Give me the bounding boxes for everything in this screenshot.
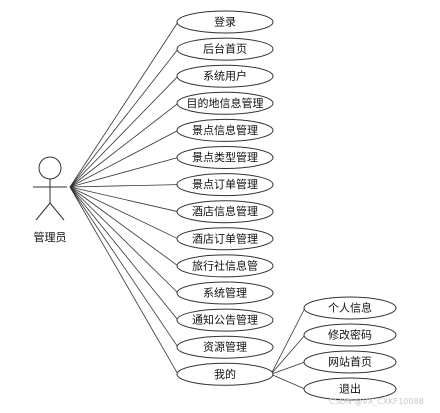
use-case-1-label: 后台首页 xyxy=(203,42,247,56)
use-case-8-ellipse xyxy=(176,227,274,251)
sub-use-case-1-ellipse xyxy=(303,323,397,347)
use-case-3-ellipse xyxy=(176,91,274,115)
use-case-5[interactable]: 景点类型管理 xyxy=(176,146,274,169)
sub-use-case-0[interactable]: 个人信息 xyxy=(303,296,397,320)
use-case-2-label: 系统用户 xyxy=(203,69,247,83)
sub-use-case-0-label: 个人信息 xyxy=(328,301,372,315)
use-case-6-label: 景点订单管理 xyxy=(192,177,258,191)
actor-right-leg xyxy=(49,202,65,221)
association-line xyxy=(69,186,179,213)
sub-association-line xyxy=(270,361,306,375)
association-lines xyxy=(69,21,306,390)
actor-head xyxy=(38,156,62,180)
association-line xyxy=(69,186,179,321)
sub-use-case-1-label: 修改密码 xyxy=(328,328,372,342)
use-case-3[interactable]: 目的地信息管理 xyxy=(176,91,274,115)
use-case-12[interactable]: 资源管理 xyxy=(176,335,274,359)
use-case-group: 登录后台首页系统用户目的地信息管理景点信息管理景点类型管理景点订单管理酒店信息管… xyxy=(176,10,274,386)
use-case-7-ellipse xyxy=(176,200,274,224)
use-case-7-label: 酒店信息管理 xyxy=(192,204,258,218)
use-case-13-ellipse xyxy=(176,362,274,386)
sub-use-case-3-ellipse xyxy=(303,377,397,401)
use-case-2[interactable]: 系统用户 xyxy=(176,64,274,88)
use-case-6[interactable]: 景点订单管理 xyxy=(176,173,274,197)
use-case-10-ellipse xyxy=(176,281,274,305)
association-line xyxy=(69,186,179,375)
use-case-2-ellipse xyxy=(176,64,274,88)
use-case-0-label: 登录 xyxy=(214,15,236,29)
use-case-1[interactable]: 后台首页 xyxy=(176,37,274,61)
sub-association-line xyxy=(270,334,306,375)
use-case-0[interactable]: 登录 xyxy=(176,10,274,34)
association-line xyxy=(69,75,179,188)
actor-label: 管理员 xyxy=(34,230,67,244)
use-case-10-label: 系统管理 xyxy=(203,286,247,300)
use-case-4-ellipse xyxy=(176,118,274,142)
association-line xyxy=(69,157,179,188)
use-case-6-ellipse xyxy=(176,173,274,197)
use-case-13[interactable]: 我的 xyxy=(176,362,274,386)
sub-use-case-2-label: 网站首页 xyxy=(328,355,372,369)
use-case-9-ellipse xyxy=(176,254,274,278)
sub-use-case-3-label: 退出 xyxy=(339,382,361,396)
use-case-12-label: 资源管理 xyxy=(203,340,247,354)
use-case-9-label: 旅行社信息管 xyxy=(192,258,258,272)
use-case-10[interactable]: 系统管理 xyxy=(176,281,274,305)
association-line xyxy=(69,102,179,188)
sub-use-case-3[interactable]: 退出 xyxy=(303,377,397,401)
association-line xyxy=(69,186,179,267)
use-case-8[interactable]: 酒店订单管理 xyxy=(176,227,274,251)
association-line xyxy=(69,186,179,240)
association-line xyxy=(69,21,179,188)
use-case-12-ellipse xyxy=(176,335,274,359)
use-case-0-ellipse xyxy=(176,10,274,34)
use-case-5-label: 景点类型管理 xyxy=(192,150,258,164)
use-case-13-label: 我的 xyxy=(214,367,236,381)
use-case-9[interactable]: 旅行社信息管 xyxy=(176,254,274,278)
sub-association-line xyxy=(270,307,306,375)
use-case-7[interactable]: 酒店信息管理 xyxy=(176,200,274,224)
use-case-5-ellipse xyxy=(176,146,274,169)
use-case-11-ellipse xyxy=(176,308,274,332)
sub-use-case-2[interactable]: 网站首页 xyxy=(303,350,397,374)
use-case-4-label: 景点信息管理 xyxy=(192,123,258,137)
sub-association-line xyxy=(270,373,306,390)
sub-use-case-2-ellipse xyxy=(303,350,397,374)
association-line xyxy=(69,48,179,188)
sub-use-case-1[interactable]: 修改密码 xyxy=(303,323,397,347)
association-line xyxy=(69,186,179,294)
actor-figure: 管理员 xyxy=(33,156,67,244)
use-case-1-ellipse xyxy=(176,37,274,61)
use-case-3-label: 目的地信息管理 xyxy=(187,96,264,110)
association-line xyxy=(69,184,179,188)
use-case-8-label: 酒店订单管理 xyxy=(192,231,258,245)
association-line xyxy=(69,130,179,188)
use-case-4[interactable]: 景点信息管理 xyxy=(176,118,274,142)
use-case-11[interactable]: 通知公告管理 xyxy=(176,308,274,332)
watermark: CSDN @VX_CXKF10088 xyxy=(329,397,424,406)
association-line xyxy=(69,186,179,348)
use-case-11-label: 通知公告管理 xyxy=(192,313,258,327)
actor-left-leg xyxy=(35,202,51,221)
sub-use-case-0-ellipse xyxy=(303,296,397,320)
